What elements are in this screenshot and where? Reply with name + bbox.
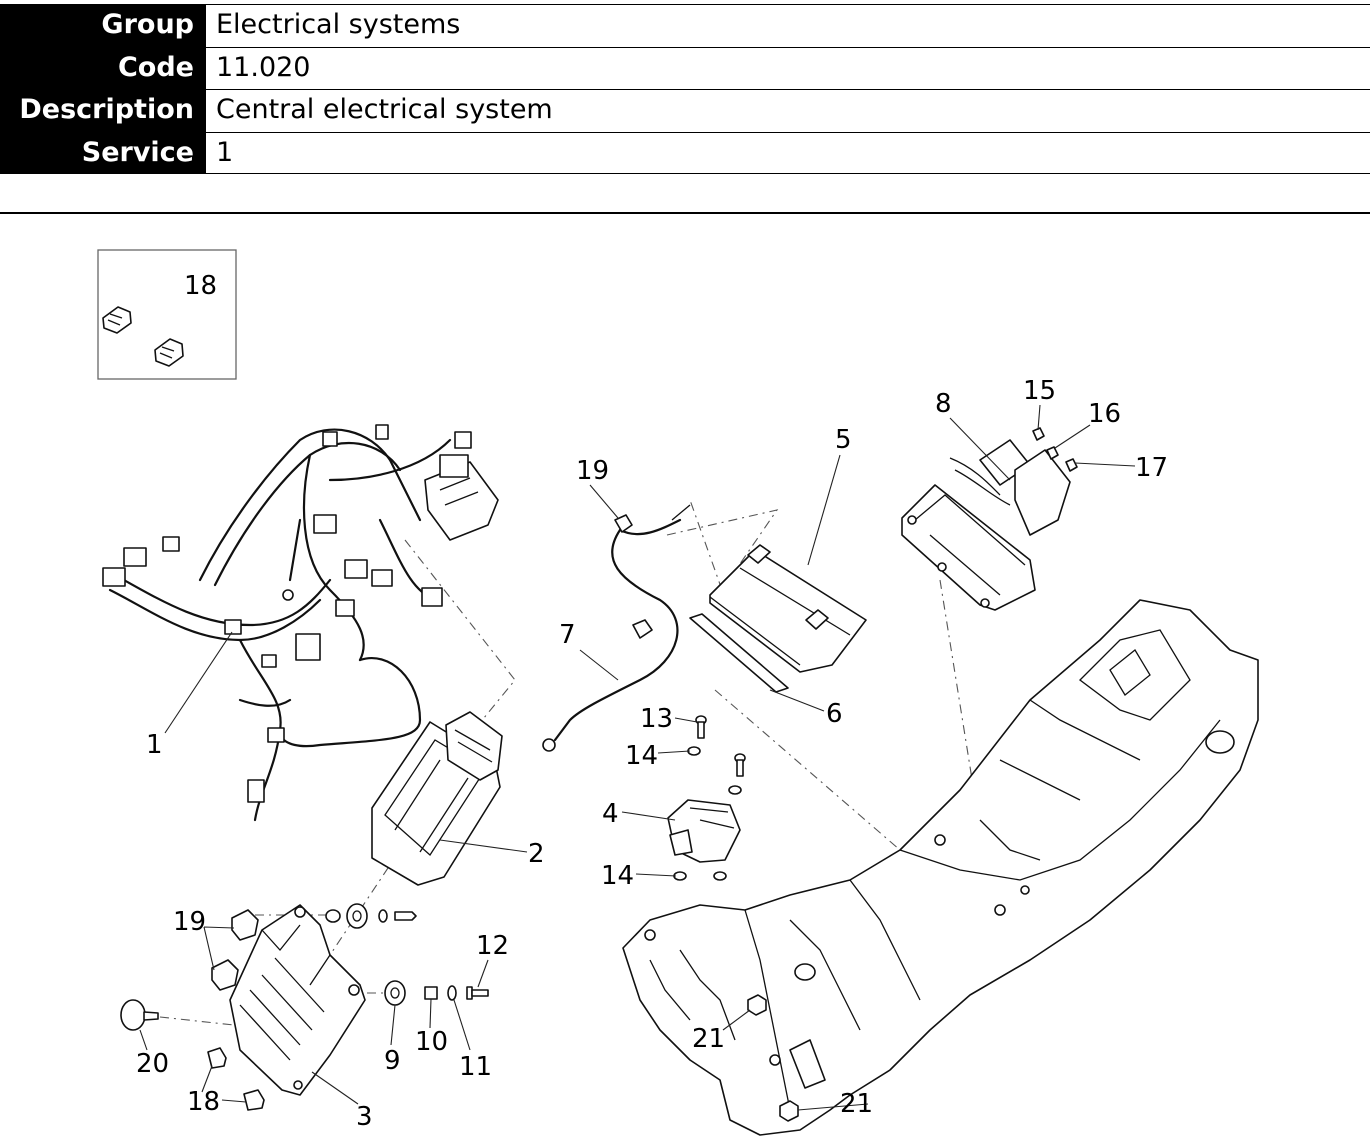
callout-2: 2 — [528, 839, 545, 869]
info-row-group: Group Electrical systems — [0, 4, 1370, 47]
description-value: Central electrical system — [204, 89, 1370, 132]
callout-18-inset: 18 — [184, 271, 217, 301]
callout-21-upper: 21 — [692, 1024, 725, 1054]
leader-lines — [139, 404, 1136, 1111]
grommet-upper — [325, 903, 417, 929]
callout-8: 8 — [935, 389, 952, 419]
spacer-10 — [424, 986, 438, 1000]
callout-14-upper: 14 — [625, 741, 658, 771]
washer-14-lower — [673, 871, 727, 881]
callout-12: 12 — [476, 931, 509, 961]
callout-20: 20 — [136, 1049, 169, 1079]
callout-11: 11 — [459, 1052, 492, 1082]
header-separator — [0, 212, 1370, 214]
screw-12 — [466, 986, 489, 1000]
group-key: Group — [0, 4, 204, 47]
callout-9: 9 — [384, 1046, 401, 1076]
callout-4: 4 — [602, 799, 619, 829]
clip-19-lower — [211, 959, 239, 991]
connector-d — [295, 633, 321, 661]
relay-17 — [1065, 458, 1078, 472]
relay-carrier — [901, 439, 1071, 611]
code-key: Code — [0, 46, 204, 89]
callout-7: 7 — [559, 620, 576, 650]
callout-13: 13 — [640, 704, 673, 734]
push-pin — [120, 999, 159, 1031]
callout-3: 3 — [356, 1102, 373, 1132]
nut-21-upper — [747, 994, 767, 1016]
callout-1: 1 — [146, 730, 163, 760]
ecu-bracket — [229, 904, 366, 1096]
fuse-box — [424, 461, 499, 541]
screw-13 — [695, 715, 707, 739]
connector-b — [123, 547, 147, 567]
ecu-connector — [445, 711, 503, 781]
washer-11 — [447, 985, 457, 1001]
wiring-harness — [102, 424, 499, 822]
callout-19-upper: 19 — [576, 456, 609, 486]
info-row-code: Code 11.020 — [0, 46, 1370, 89]
screw-right — [728, 753, 746, 795]
callout-19-lower: 19 — [173, 907, 206, 937]
callout-6: 6 — [826, 699, 843, 729]
grommet-9 — [384, 980, 406, 1006]
code-value: 11.020 — [204, 46, 1370, 89]
info-row-service: Service 1 — [0, 131, 1370, 174]
service-value: 1 — [204, 131, 1370, 174]
callout-18-lower: 18 — [187, 1087, 220, 1117]
connector-a — [102, 567, 126, 587]
sensor-module — [667, 799, 741, 863]
rear-frame — [622, 599, 1259, 1136]
connector-c — [162, 536, 180, 552]
clip-part-a — [102, 306, 132, 334]
group-value: Electrical systems — [204, 4, 1370, 47]
relay-16 — [1046, 446, 1059, 460]
callout-15: 15 — [1023, 376, 1056, 406]
inset-clips — [97, 249, 237, 380]
connector-e — [247, 779, 265, 803]
battery — [709, 544, 867, 673]
clip-part-b — [154, 338, 184, 367]
callout-16: 16 — [1088, 399, 1121, 429]
battery-pad — [689, 613, 789, 693]
ecu — [371, 711, 503, 886]
info-row-description: Description Central electrical system — [0, 89, 1370, 132]
service-key: Service — [0, 131, 204, 174]
callout-21-lower: 21 — [840, 1089, 873, 1119]
callout-17: 17 — [1135, 453, 1168, 483]
info-table: Group Electrical systems Code 11.020 Des… — [0, 4, 1370, 174]
nut-21-lower — [779, 1100, 799, 1122]
description-key: Description — [0, 89, 204, 132]
callout-5: 5 — [835, 425, 852, 455]
callout-labels: 18 1 2 3 4 5 6 7 8 9 10 11 12 13 14 14 1… — [136, 271, 1168, 1132]
callout-10: 10 — [415, 1027, 448, 1057]
clip-19-upper — [231, 909, 259, 941]
clip-18-lower — [207, 1047, 265, 1111]
battery-cable — [542, 504, 691, 752]
callout-14-lower: 14 — [601, 861, 634, 891]
